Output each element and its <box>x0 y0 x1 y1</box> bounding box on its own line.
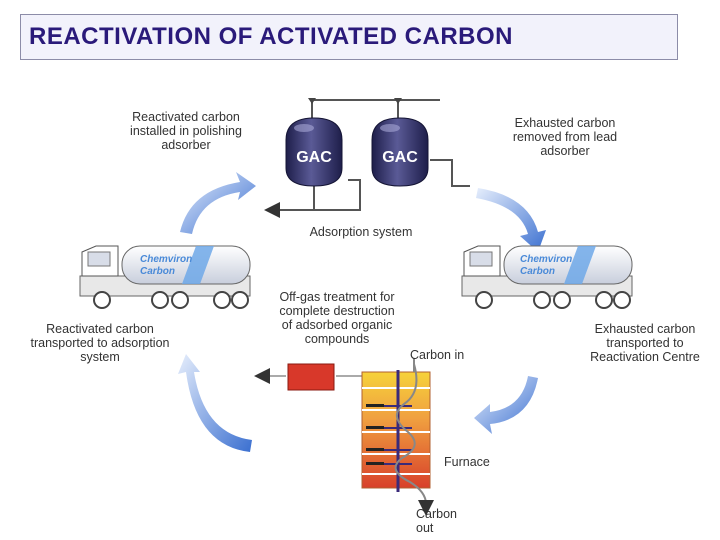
cycle-arrow-top-left-icon <box>180 172 256 234</box>
label-line: adsorber <box>540 144 590 158</box>
label-line: Exhausted carbon <box>594 322 696 336</box>
label-line: Carbon <box>416 507 457 521</box>
truck-brand-line1: Chemviron <box>520 254 572 265</box>
label-line: removed from lead <box>512 130 618 144</box>
truck-brand-line1: Chemviron <box>140 254 192 265</box>
label-reactivated-installed: Reactivated carbon installed in polishin… <box>118 110 254 152</box>
label-line: transported to adsorption <box>30 336 170 350</box>
label-line: Reactivated carbon <box>46 322 154 336</box>
inlet-arrow-icon <box>308 98 316 104</box>
cycle-arrow-top-right-icon <box>476 188 546 252</box>
title-box: REACTIVATION OF ACTIVATED CARBON <box>20 14 678 60</box>
label-line: Off-gas treatment for <box>279 290 395 304</box>
label-line: installed in polishing <box>130 124 242 138</box>
adsorption-system: GAC GAC <box>264 98 470 218</box>
label-line: complete destruction <box>279 304 395 318</box>
inlet-arrow-icon <box>394 98 402 104</box>
truck-brand-line2: Carbon <box>140 266 175 277</box>
label-line: system <box>80 350 120 364</box>
cycle-arrow-bottom-left-icon <box>178 354 252 452</box>
label-adsorption-system: Adsorption system <box>309 225 413 239</box>
label-line: out <box>416 521 434 535</box>
truck-right: Chemviron Carbon <box>461 245 633 309</box>
label-line: transported to <box>606 336 684 350</box>
offgas-unit <box>287 363 335 391</box>
gac-tank-2: GAC <box>371 117 429 187</box>
furnace <box>361 358 434 516</box>
cycle-arrow-bottom-right-icon <box>474 376 538 434</box>
tank-label: GAC <box>382 149 418 166</box>
truck-left: Chemviron Carbon <box>79 245 251 309</box>
label-line: Reactivated carbon <box>132 110 240 124</box>
label-line: Exhausted carbon <box>514 116 616 130</box>
label-carbon-in: Carbon in <box>410 348 465 362</box>
label-reactivated-transported: Reactivated carbon transported to adsorp… <box>16 322 184 364</box>
label-exhausted-transported: Exhausted carbon transported to Reactiva… <box>574 322 716 364</box>
label-exhausted-removed: Exhausted carbon removed from lead adsor… <box>498 116 632 158</box>
label-line: adsorber <box>161 138 211 152</box>
label-carbon-out: Carbon out <box>416 507 457 535</box>
offgas-treatment <box>254 363 362 391</box>
label-line: compounds <box>304 332 370 346</box>
label-reactivation-centre: Reactivation Centre <box>590 350 700 364</box>
label-line: of adsorbed organic <box>281 318 393 332</box>
label-furnace: Furnace <box>444 455 490 469</box>
label-offgas: Off-gas treatment for complete destructi… <box>264 290 410 346</box>
truck-brand-line2: Carbon <box>520 266 555 277</box>
gac-tank-1: GAC <box>285 117 343 187</box>
page-title: REACTIVATION OF ACTIVATED CARBON <box>29 23 513 50</box>
tank-label: GAC <box>296 149 332 166</box>
